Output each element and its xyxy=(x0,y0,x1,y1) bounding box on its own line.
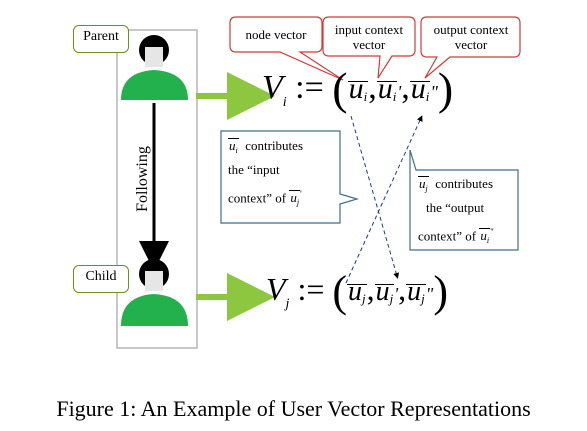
child-user-icon xyxy=(121,259,188,326)
ui-note-box-shape xyxy=(220,130,360,224)
figure-caption: Figure 1: An Example of User Vector Repr… xyxy=(56,396,531,421)
uj-note-text: uj contributes the “output context” of u… xyxy=(418,176,494,246)
node-vector-callout-shape xyxy=(229,16,344,81)
equation-vj: Vj := (uj,uj',uj") xyxy=(266,267,448,316)
ui-note-line3: context” of xyxy=(228,190,287,206)
output-context-callout-shape xyxy=(420,16,521,79)
uj-note-line3: context” of xyxy=(418,228,477,244)
ui-note-line2: the “input xyxy=(228,162,280,177)
uj-note-line2: the “output xyxy=(426,200,485,215)
ui-note-text: ui contributes the “input context” of uj… xyxy=(228,138,303,208)
following-label: Following xyxy=(134,146,151,212)
uj-to-ui-output-dashed-arrow xyxy=(345,115,423,284)
ui-to-uj-input-dashed-arrow xyxy=(350,115,400,279)
ui-vector-symbol: ui xyxy=(228,138,239,155)
parent-badge-box xyxy=(73,25,129,53)
child-label: Child xyxy=(85,269,117,284)
input-context-callout-shape xyxy=(322,16,416,79)
ui-output-symbol: ui xyxy=(479,228,491,246)
node-vector-label: node vector xyxy=(245,27,307,42)
parent-user-icon xyxy=(121,35,188,100)
input-context-vector-label: input context vector xyxy=(334,22,404,52)
uj-vector-symbol: uj xyxy=(418,176,429,193)
uj-input-symbol: uj xyxy=(289,190,301,208)
parent-label: Parent xyxy=(83,29,119,44)
uj-note-box-shape xyxy=(409,149,519,251)
equation-vi: Vi := (ui,ui',ui") xyxy=(262,63,454,114)
ui-note-line1: contributes xyxy=(245,138,303,153)
child-badge-box xyxy=(73,265,129,293)
output-context-vector-label: output context vector xyxy=(433,22,509,52)
uj-note-line1: contributes xyxy=(435,176,493,191)
